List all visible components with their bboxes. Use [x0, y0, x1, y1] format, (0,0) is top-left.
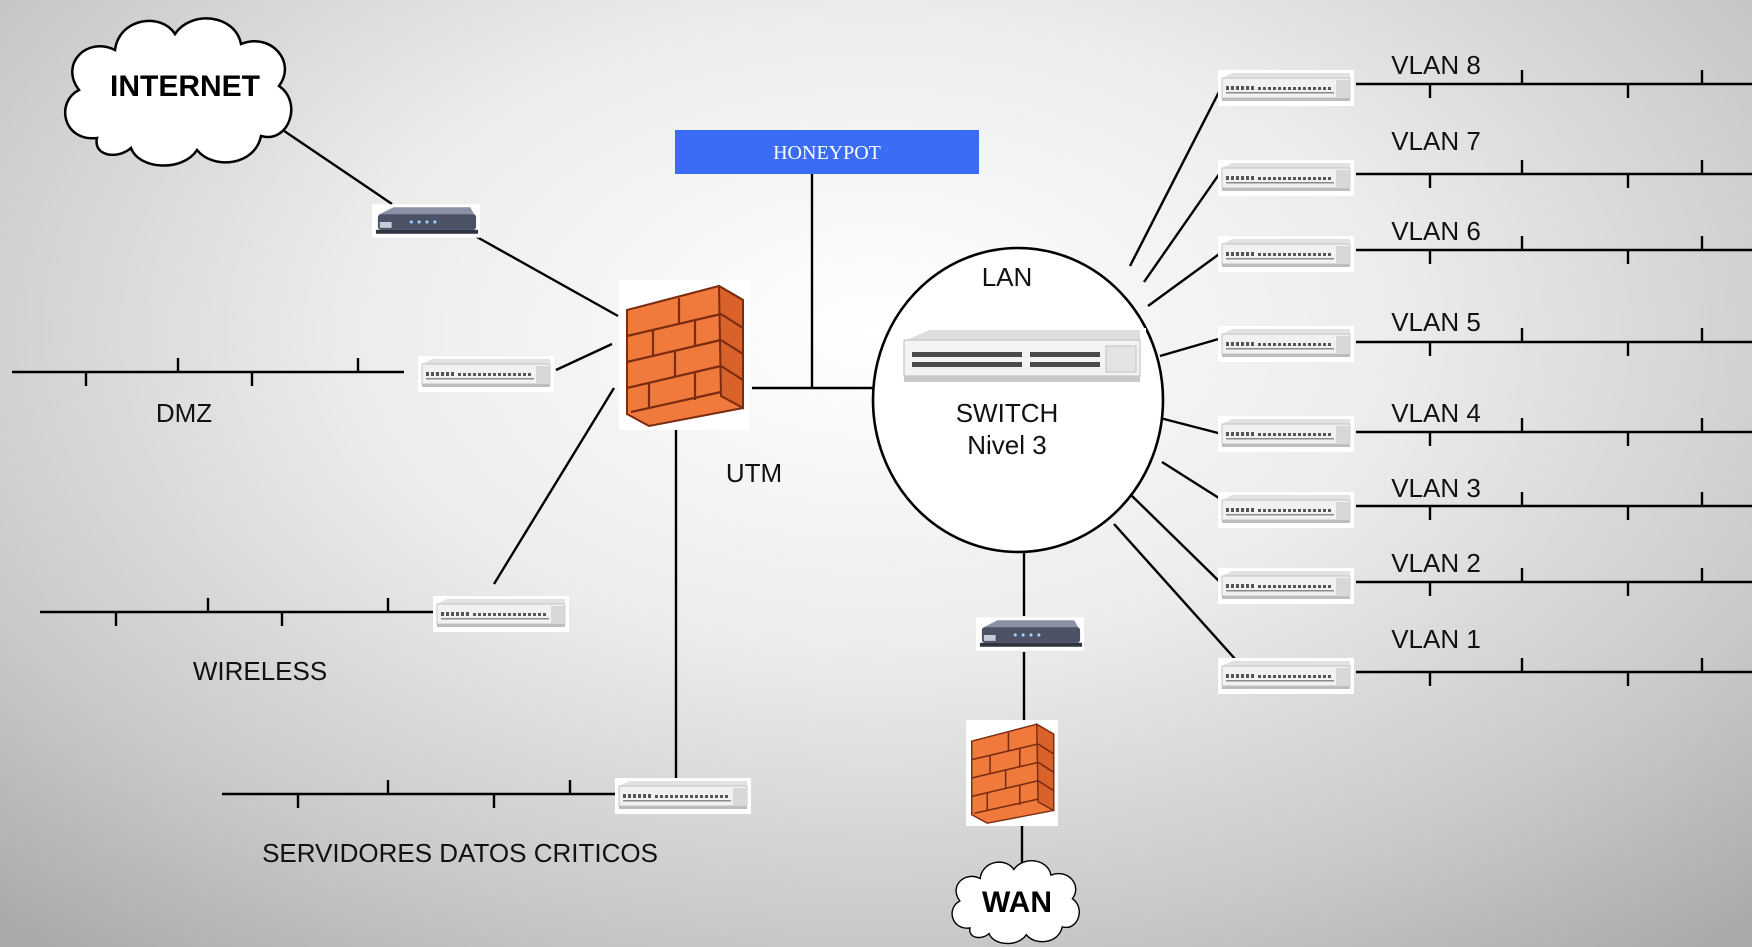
- link-utm-wireless: [492, 387, 616, 585]
- link-lan-vlan5: [1159, 336, 1223, 358]
- firewall-icon: [617, 280, 751, 430]
- wan-label: WAN: [982, 886, 1052, 919]
- hub-vlan-5-icon: [1218, 326, 1354, 362]
- switch-icon: [900, 328, 1146, 390]
- servidores-label: SERVIDORES DATOS CRITICOS: [262, 838, 658, 868]
- honeypot-box: [675, 130, 979, 174]
- hub-vlan-2-icon: [1218, 568, 1354, 604]
- segment-vlan-1: [1356, 658, 1752, 686]
- hub-vlan-3-icon: [1218, 492, 1354, 528]
- vlan-segments: [1356, 70, 1752, 686]
- link-internet-router: [264, 117, 393, 205]
- link-lan-vlan7: [1143, 169, 1223, 283]
- segment-vlan-3: [1356, 492, 1752, 520]
- vlan-label: VLAN 2: [1391, 548, 1481, 578]
- link-lan-vlan8: [1128, 85, 1224, 267]
- switch-level-label: Nivel 3: [967, 430, 1046, 460]
- hub-wireless-icon: [432, 596, 570, 632]
- lan-ellipse: [871, 246, 1165, 554]
- hub-servidores-icon: [614, 778, 752, 814]
- firewall-icon: [965, 720, 1059, 826]
- router-icon: [372, 204, 480, 238]
- vlan-label: VLAN 3: [1391, 473, 1481, 503]
- dmz-label: DMZ: [156, 398, 212, 428]
- segment-servidores: [222, 780, 616, 808]
- vlan-label: VLAN 8: [1391, 50, 1481, 80]
- vlan-label: VLAN 1: [1391, 624, 1481, 654]
- segment-dmz: [12, 358, 404, 386]
- hub-vlan-6-icon: [1218, 236, 1354, 272]
- wireless-label: WIRELESS: [193, 656, 327, 686]
- hub-vlan-7-icon: [1218, 160, 1354, 196]
- segment-vlan-8: [1356, 70, 1752, 98]
- internet-label: INTERNET: [110, 70, 260, 103]
- hub-vlan-4-icon: [1218, 416, 1354, 452]
- segment-vlan-7: [1356, 160, 1752, 188]
- router-icon: [976, 617, 1084, 651]
- segment-vlan-6: [1356, 236, 1752, 264]
- link-lan-vlan1: [1113, 523, 1237, 661]
- utm-label: UTM: [726, 458, 782, 488]
- link-lan-vlan6: [1147, 251, 1223, 307]
- switch-label: SWITCH: [956, 398, 1059, 428]
- segment-wireless: [40, 598, 434, 626]
- lan-label: LAN: [982, 262, 1033, 292]
- hub-vlan-1-icon: [1218, 658, 1354, 694]
- link-router-utm: [467, 230, 619, 318]
- vlan-label: VLAN 6: [1391, 216, 1481, 246]
- segment-vlan-2: [1356, 568, 1752, 596]
- vlan-label: VLAN 7: [1391, 126, 1481, 156]
- segment-vlan-4: [1356, 418, 1752, 446]
- hub-vlan-8-icon: [1218, 70, 1354, 106]
- vlan-label: VLAN 5: [1391, 307, 1481, 337]
- hub-dmz-icon: [418, 356, 554, 392]
- link-lan-vlan3: [1161, 460, 1223, 502]
- link-lan-vlan2: [1129, 493, 1223, 585]
- link-lan-vlan4: [1159, 416, 1223, 436]
- connections: [264, 85, 1237, 866]
- vlan-label: VLAN 4: [1391, 398, 1481, 428]
- segment-vlan-5: [1356, 328, 1752, 356]
- honeypot-label: HONEYPOT: [773, 142, 881, 164]
- link-utm-dmz: [555, 342, 613, 372]
